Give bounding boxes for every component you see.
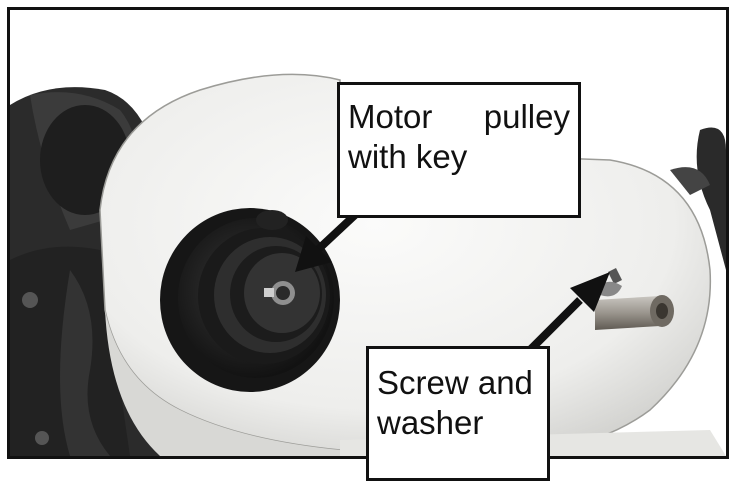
arrow-to-pulley xyxy=(295,212,358,272)
motor-pulley-callout-line1: Motor pulley xyxy=(348,97,570,137)
motor-pulley-callout: Motor pulley with key xyxy=(337,82,581,218)
pulley-key xyxy=(264,288,274,297)
motor-pulley-callout-line2: with key xyxy=(348,138,468,175)
washer xyxy=(600,281,622,297)
motor-pulley xyxy=(160,208,340,392)
screw-washer-callout: Screw and washer xyxy=(366,346,550,481)
screw-washer-callout-line2: washer xyxy=(377,404,484,441)
callout-word-motor: Motor xyxy=(348,98,433,135)
callout-word-pulley: pulley xyxy=(483,98,570,135)
machine-right-part xyxy=(670,127,726,270)
shaft-with-screw xyxy=(595,268,674,330)
arrow-to-screw xyxy=(527,272,610,353)
screw-washer-callout-line1: Screw and xyxy=(377,364,533,401)
screw xyxy=(608,268,622,284)
